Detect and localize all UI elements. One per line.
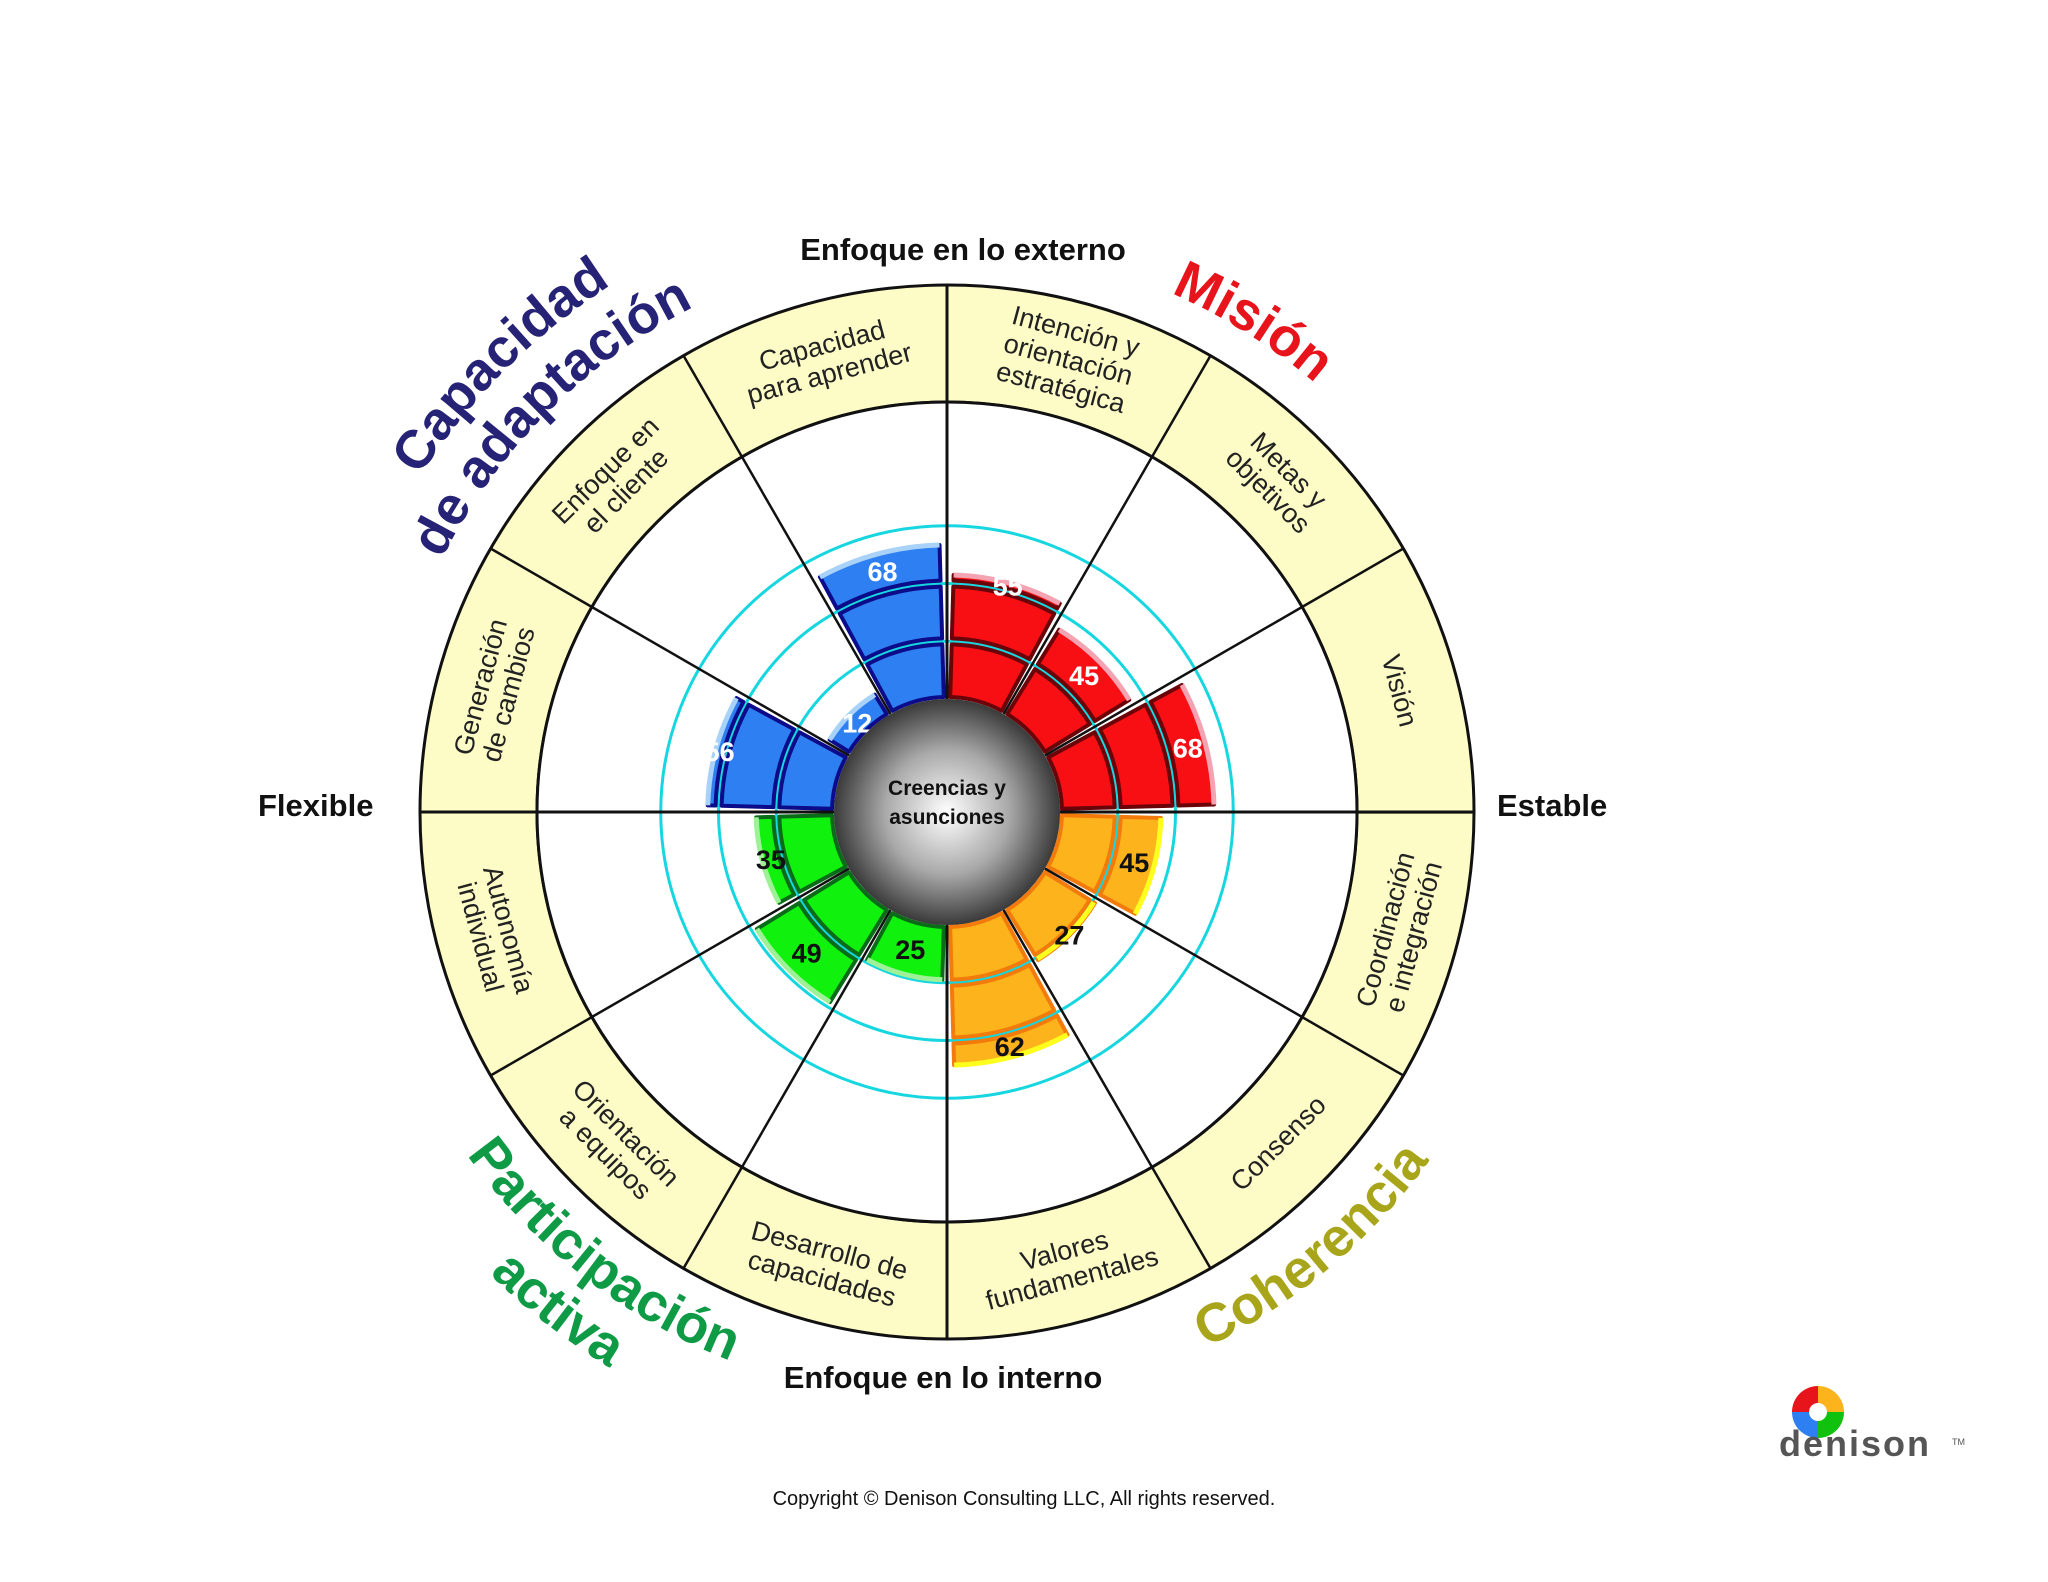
bar-block (777, 730, 848, 811)
spoke-inner (1002, 909, 1154, 1168)
bar-part-capacidades (865, 911, 946, 983)
denison-logo-tm: TM (1952, 1437, 1965, 1447)
bar-mision-intencion (948, 572, 1062, 713)
value-label-coh-coordinacion: 45 (1119, 848, 1149, 878)
value-label-mision-intencion: 55 (993, 572, 1023, 602)
center-label-line2: asunciones (889, 806, 1005, 829)
bar-block (1005, 870, 1092, 957)
spoke-inner (1044, 605, 1303, 757)
copyright-text: Copyright © Denison Consulting LLC, All … (773, 1488, 1276, 1510)
bar-block (948, 642, 1029, 713)
value-label-part-equipos: 49 (792, 938, 822, 968)
bar-part-equipos (754, 870, 889, 1005)
bar-block (777, 813, 848, 894)
spoke (489, 1015, 593, 1077)
spokes (420, 285, 1474, 1339)
value-label-mision-metas: 45 (1069, 661, 1099, 691)
bar-rim (1133, 817, 1164, 915)
spoke (1150, 1166, 1212, 1270)
spoke (1301, 547, 1405, 609)
bar-rim (754, 927, 832, 1005)
axis-label-left: Flexible (258, 788, 373, 823)
value-label-mision-vision: 68 (1173, 733, 1203, 763)
value-label-adapt-aprender: 68 (867, 557, 897, 587)
spoke (682, 354, 744, 458)
bar-adapt-generacion (705, 696, 848, 811)
spoke-inner (740, 909, 892, 1168)
bar-coh-consenso (1005, 870, 1097, 962)
bar-part-autonomia (753, 813, 848, 905)
denison-logo-icon (1792, 1386, 1844, 1438)
spoke-inner (591, 867, 850, 1019)
bar-rim (753, 817, 782, 904)
bar-rim (705, 696, 739, 806)
bar-rim (953, 572, 1061, 606)
bar-coh-coordinacion (1046, 813, 1164, 916)
spoke-inner (1044, 867, 1303, 1019)
bar-block (865, 642, 946, 713)
spoke-inner (1002, 456, 1154, 715)
denison-logo: denison TM (1779, 1386, 1965, 1464)
bar-adapt-aprender (817, 542, 946, 713)
bar-rim (1036, 901, 1096, 961)
bar-rim (1179, 683, 1217, 805)
bar-block (837, 584, 945, 662)
bar-rim (953, 1032, 1069, 1068)
axis-label-bottom: Enfoque en lo interno (784, 1360, 1103, 1395)
value-label-coh-valores: 62 (995, 1032, 1025, 1062)
spoke (682, 1166, 744, 1270)
axis-label-top: Enfoque en lo externo (800, 232, 1126, 267)
bar-block (949, 584, 1057, 662)
bar-block (1005, 667, 1092, 754)
bar-block (802, 870, 889, 957)
value-label-part-autonomia: 35 (756, 845, 786, 875)
bar-mision-vision (1046, 682, 1217, 811)
spoke (1150, 354, 1212, 458)
center-sphere (834, 699, 1060, 925)
bar-block (949, 962, 1057, 1040)
bar-mision-metas (1005, 627, 1132, 754)
value-label-coh-consenso: 27 (1054, 920, 1084, 950)
spoke-inner (591, 605, 850, 757)
bar-adapt-cliente (827, 692, 889, 754)
bar-rim (866, 957, 943, 983)
center-label-line1: Creencias y (888, 777, 1006, 800)
bar-rim (827, 692, 877, 742)
bar-block (719, 702, 797, 810)
bar-rim (818, 542, 940, 580)
axis-label-right: Estable (1497, 788, 1607, 823)
value-label-adapt-generacion: 56 (705, 737, 735, 767)
spoke (489, 547, 593, 609)
denison-logo-text: denison (1779, 1423, 1931, 1464)
bar-block (1046, 730, 1117, 811)
bar-block (1046, 813, 1117, 894)
spoke (1301, 1015, 1405, 1077)
bar-block (1097, 702, 1175, 810)
bar-block (948, 911, 1029, 982)
bar-rim (1057, 627, 1132, 702)
chart-bars (705, 542, 1217, 1068)
spoke-inner (740, 456, 892, 715)
value-label-part-capacidades: 25 (895, 935, 925, 965)
bar-coh-valores (948, 911, 1070, 1068)
